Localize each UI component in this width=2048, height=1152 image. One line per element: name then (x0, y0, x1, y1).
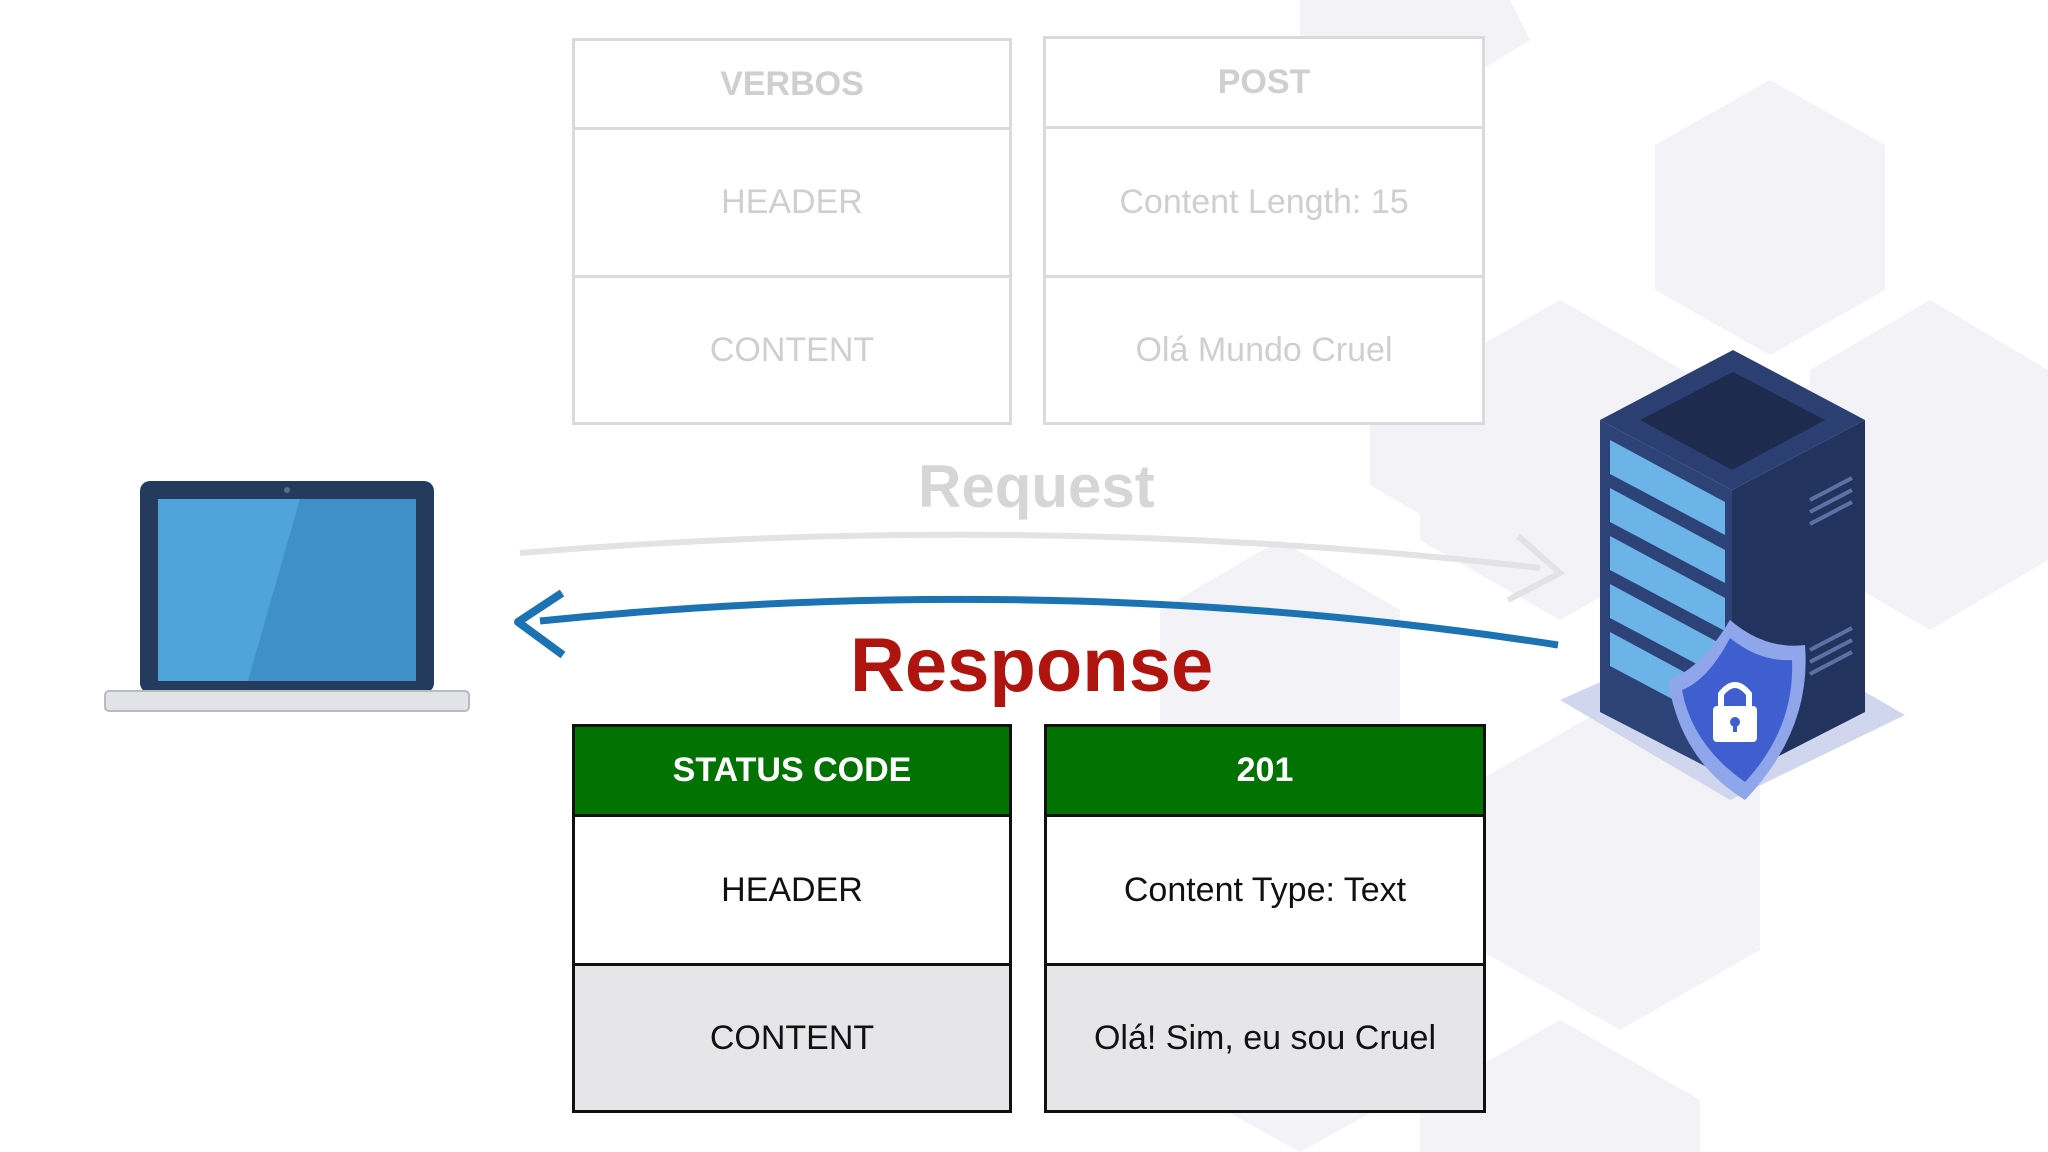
request-verbs-header: VERBOS (572, 38, 1012, 130)
response-left-column: STATUS CODE HEADER CONTENT (572, 724, 1012, 1113)
response-label: Response (850, 623, 1214, 708)
response-status-code-value: 201 (1044, 724, 1486, 817)
request-label: Request (918, 453, 1155, 520)
response-status-code-header: STATUS CODE (572, 724, 1012, 817)
request-left-column: VERBOS HEADER CONTENT (572, 38, 1012, 425)
request-right-column: POST Content Length: 15 Olá Mundo Cruel (1043, 36, 1485, 425)
response-header-label: HEADER (572, 814, 1012, 966)
request-content-label: CONTENT (572, 275, 1012, 425)
request-content-value: Olá Mundo Cruel (1043, 275, 1485, 425)
request-header-label: HEADER (572, 127, 1012, 278)
response-content-label: CONTENT (572, 963, 1012, 1113)
request-header-value: Content Length: 15 (1043, 126, 1485, 278)
response-header-value: Content Type: Text (1044, 814, 1486, 966)
request-method-value: POST (1043, 36, 1485, 129)
response-content-value: Olá! Sim, eu sou Cruel (1044, 963, 1486, 1113)
response-right-column: 201 Content Type: Text Olá! Sim, eu sou … (1044, 724, 1486, 1113)
